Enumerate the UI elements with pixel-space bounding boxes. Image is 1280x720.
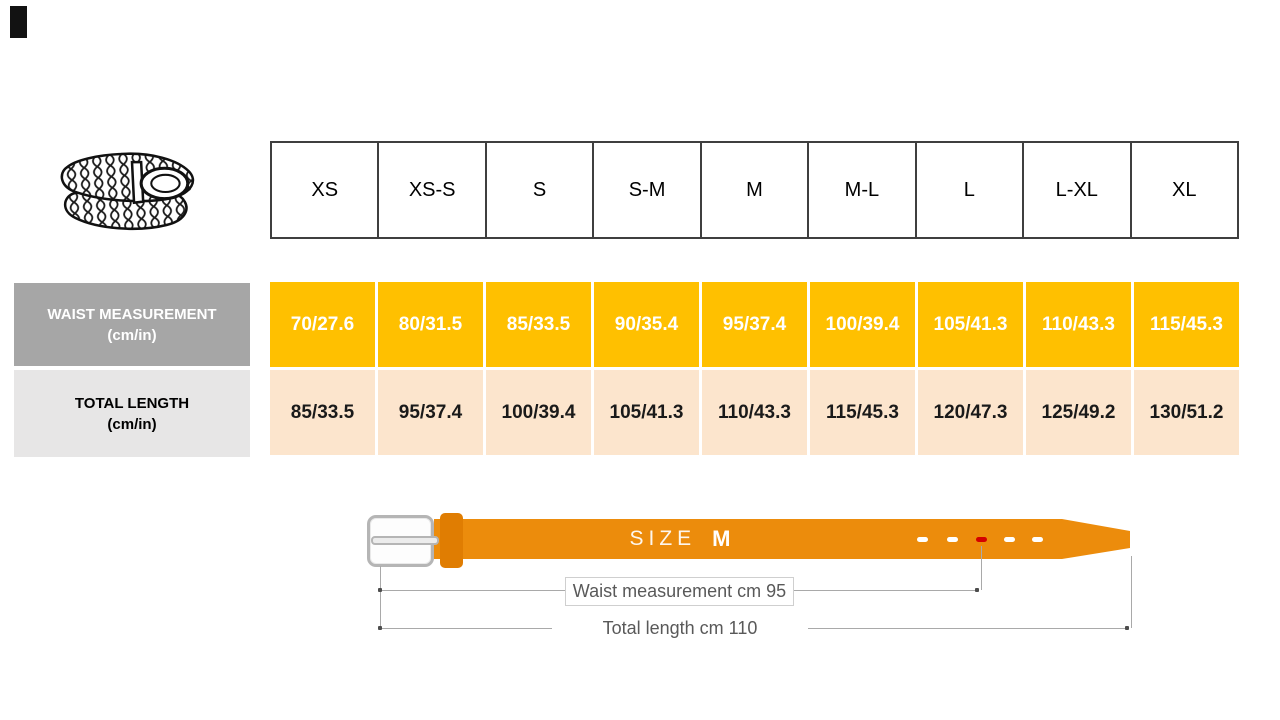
belt-keeper-loop <box>440 513 463 568</box>
waist-value-cell: 100/39.4 <box>810 282 915 367</box>
belt-hole <box>1004 537 1015 542</box>
dimension-endpoint <box>1125 626 1129 630</box>
length-value-cell: 85/33.5 <box>270 370 375 455</box>
size-header-cell: XS-S <box>379 143 487 237</box>
belt-hole-selected <box>976 537 987 542</box>
waist-row-label: WAIST MEASUREMENT (cm/in) <box>14 283 250 366</box>
size-header-cell: S-M <box>594 143 702 237</box>
waist-value-cell: 90/35.4 <box>594 282 699 367</box>
belt-hole <box>947 537 958 542</box>
size-header-cell: M <box>702 143 810 237</box>
waist-value-cell: 70/27.6 <box>270 282 375 367</box>
guide-line-hole <box>981 546 982 590</box>
length-row-label: TOTAL LENGTH (cm/in) <box>14 370 250 457</box>
corner-mark <box>10 6 27 38</box>
belt-buckle-prong <box>371 536 439 545</box>
size-header-cell: XL <box>1171 178 1197 201</box>
size-word: SIZE <box>629 527 697 550</box>
waist-row-label-unit: (cm/in) <box>107 326 157 344</box>
size-header-cell: L <box>917 143 1025 237</box>
size-header-cell: XS <box>272 143 380 237</box>
waist-value-cell: 115/45.3 <box>1134 282 1239 367</box>
waist-annotation-box: Waist measurement cm 95 <box>565 577 794 606</box>
braided-belt-illustration <box>55 136 207 244</box>
belt-size-label: SIZE M <box>560 519 800 559</box>
length-row-label-unit: (cm/in) <box>107 415 157 433</box>
length-value-cell: 120/47.3 <box>918 370 1023 455</box>
size-header-cell: L-XL <box>1024 143 1132 237</box>
length-value-cell: 115/45.3 <box>810 370 915 455</box>
waist-value-cell: 85/33.5 <box>486 282 591 367</box>
waist-row-label-text: WAIST MEASUREMENT <box>47 305 217 323</box>
braided-belt-icon <box>60 152 195 231</box>
dimension-endpoint <box>378 588 382 592</box>
waist-value-cell: 80/31.5 <box>378 282 483 367</box>
belt-hole <box>1032 537 1043 542</box>
length-value-cell: 130/51.2 <box>1134 370 1239 455</box>
length-row-label-text: TOTAL LENGTH <box>74 394 190 412</box>
dimension-endpoint <box>975 588 979 592</box>
dimension-endpoint <box>378 626 382 630</box>
waist-value-cell: 95/37.4 <box>702 282 807 367</box>
guide-line-buckle <box>380 566 381 629</box>
length-value-cell: 105/41.3 <box>594 370 699 455</box>
length-value-cell: 100/39.4 <box>486 370 591 455</box>
guide-line-tip <box>1131 556 1132 628</box>
length-value-cell: 125/49.2 <box>1026 370 1131 455</box>
belt-hole <box>917 537 928 542</box>
size-header-cell: M-L <box>809 143 917 237</box>
size-header-cell: S <box>487 143 595 237</box>
size-value: M <box>712 526 731 551</box>
length-value-cell: 95/37.4 <box>378 370 483 455</box>
length-annotation-label: Total length cm 110 <box>552 616 808 641</box>
length-value-cell: 110/43.3 <box>702 370 807 455</box>
waist-value-cell: 105/41.3 <box>918 282 1023 367</box>
waist-value-cell: 110/43.3 <box>1026 282 1131 367</box>
